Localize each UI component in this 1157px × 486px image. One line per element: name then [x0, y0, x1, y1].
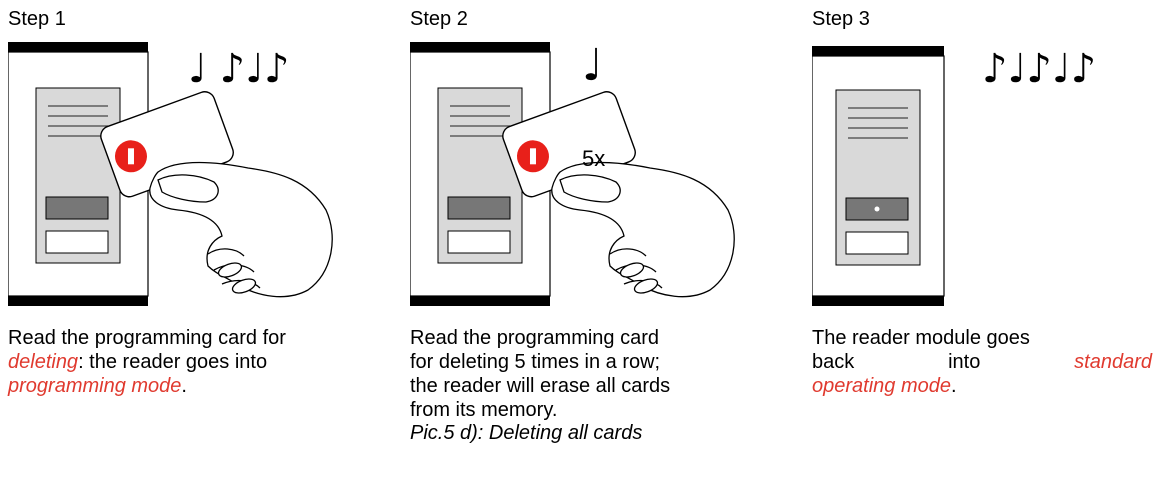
step-3-title: Step 3 — [812, 8, 870, 30]
step-3-description: The reader module goes back into standar… — [812, 327, 1152, 397]
step-1: Step 1 — [8, 0, 368, 486]
step-3: Step 3 ♪♩♪♩♪ The reader module goes back… — [812, 0, 1157, 486]
step-2-description: Read the programming card for deleting 5… — [410, 327, 671, 421]
step-1-title: Step 1 — [8, 8, 66, 30]
figure-caption: Pic.5 d): Deleting all cards — [410, 422, 643, 444]
step-2-sound-note: ♩ — [582, 40, 603, 91]
hand — [149, 161, 333, 298]
step-2-repeat-count: 5x — [582, 146, 606, 171]
step-3-sound-notes: ♪♩♪♩♪ — [982, 46, 1097, 92]
step-1-illustration — [8, 42, 333, 306]
status-led — [874, 206, 880, 212]
step-2-illustration — [410, 42, 735, 306]
step-1-description: Read the programming card for deleting: … — [8, 327, 286, 397]
reader-module — [812, 46, 945, 306]
step-2-title: Step 2 — [410, 8, 468, 30]
reader-module — [8, 42, 149, 306]
step-3-illustration — [812, 46, 945, 306]
step-2: Step 2 ♩ 5x R — [410, 0, 770, 486]
hand — [551, 161, 735, 298]
step-1-sound-notes: ♩ ♪♩♪ — [188, 46, 290, 92]
